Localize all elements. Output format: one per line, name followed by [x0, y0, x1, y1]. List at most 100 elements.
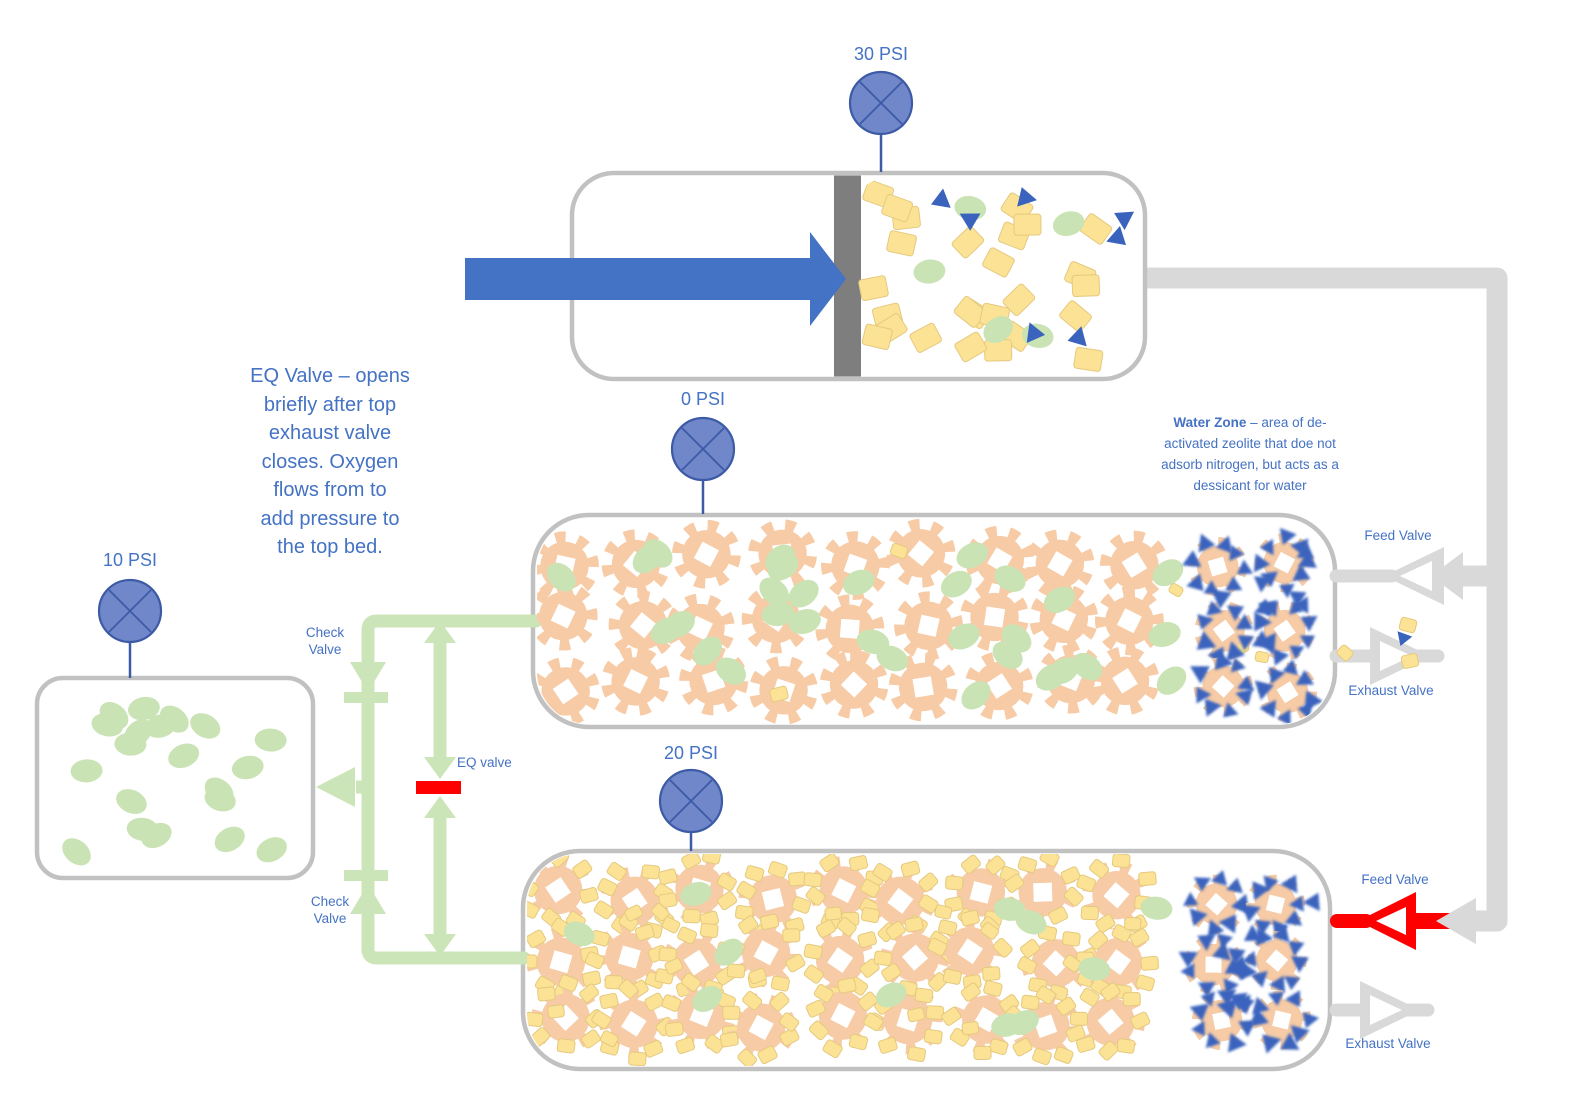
nitrogen-icon — [681, 972, 702, 992]
oxygen-icon — [650, 617, 682, 644]
bottom-bed-contents — [527, 854, 1320, 1066]
bed-valves — [1329, 547, 1476, 1039]
nitrogen-icon — [938, 919, 958, 936]
water-icon — [1302, 1011, 1320, 1029]
water-icon — [1254, 598, 1274, 616]
water-icon — [1279, 527, 1297, 545]
water-icon — [1189, 1003, 1209, 1022]
water-icon — [1263, 875, 1279, 892]
nitrogen-icon — [579, 983, 600, 1003]
nitrogen-icon — [858, 275, 889, 302]
nitrogen-icon — [1063, 886, 1084, 907]
nitrogen-icon — [848, 855, 869, 872]
zeolite-icon — [888, 652, 958, 722]
oxygen-icon — [680, 881, 712, 906]
water-icon — [1295, 669, 1314, 685]
water-icon — [1254, 611, 1272, 632]
nitrogen-icon — [805, 886, 826, 906]
nitrogen-icon — [779, 1012, 800, 1032]
water-icon — [1243, 924, 1263, 941]
nitrogen-icon — [1130, 1011, 1151, 1030]
nitrogen-icon — [791, 896, 812, 914]
water-icon — [1397, 631, 1413, 646]
nitrogen-icon — [1138, 871, 1157, 887]
water-icon — [1282, 659, 1299, 676]
nitrogen-icon — [661, 916, 681, 934]
oxygen-icon — [993, 897, 1026, 921]
product-tank-contents — [62, 696, 287, 866]
nitrogen-icon — [584, 951, 605, 970]
water-icon — [1280, 1032, 1300, 1050]
check-valve-top-label-l2: Valve — [308, 642, 342, 657]
nitrogen-icon — [757, 1045, 778, 1065]
water-icon — [1225, 576, 1243, 591]
water-icon — [1230, 657, 1246, 673]
check-valve-bottom-label-l2: Valve — [313, 911, 347, 926]
water-icon — [1196, 631, 1217, 650]
nitrogen-icon — [1076, 874, 1097, 893]
water-icon — [1269, 975, 1286, 993]
oxygen-icon — [1140, 896, 1173, 920]
oxygen-icon — [961, 680, 991, 710]
eq-note-line: briefly after top — [263, 393, 397, 416]
water-icon — [1292, 596, 1309, 614]
water-icon — [1253, 576, 1272, 593]
oxygen-icon — [1035, 663, 1067, 691]
nitrogen-icon — [907, 1007, 926, 1023]
nitrogen-icon — [803, 943, 823, 960]
oxygen-icon — [714, 938, 744, 966]
nitrogen-icon — [767, 860, 788, 879]
nitrogen-icon — [748, 967, 767, 985]
oxygen-icon — [983, 316, 1014, 343]
nitrogen-icon — [848, 1033, 869, 1051]
water-icon — [1216, 998, 1238, 1019]
nitrogen-icon — [572, 859, 593, 879]
water-icon — [1191, 1020, 1205, 1037]
water-icon — [1223, 702, 1239, 718]
nitrogen-icon — [872, 863, 893, 882]
nitrogen-icon — [886, 230, 917, 257]
nitrogen-icon — [722, 1005, 741, 1020]
water-icon — [1204, 698, 1222, 717]
nitrogen-icon — [1017, 856, 1038, 874]
water-zone-note: Water Zone – area of de- activated zeoli… — [1105, 412, 1395, 496]
water-icon — [1291, 956, 1309, 973]
nitrogen-icon — [1060, 866, 1081, 885]
nitrogen-icon — [634, 923, 655, 941]
nitrogen-icon — [658, 947, 677, 963]
water-icon — [1197, 614, 1214, 630]
water-icon — [1178, 951, 1198, 968]
nitrogen-icon — [643, 1039, 664, 1058]
water-icon — [1200, 991, 1216, 1007]
nitrogen-icon — [885, 920, 906, 941]
nitrogen-icon — [651, 902, 670, 922]
nitrogen-icon — [1080, 905, 1099, 921]
water-icon — [1205, 1032, 1221, 1049]
nitrogen-icon — [1098, 1040, 1119, 1061]
water-icon — [1272, 924, 1290, 943]
check-valve-top-label-l1: Check — [305, 625, 345, 640]
nitrogen-icon — [1073, 346, 1104, 372]
nitrogen-icon — [704, 1034, 725, 1054]
nitrogen-icon — [664, 957, 684, 975]
nitrogen-icon — [769, 685, 789, 703]
feed-valve-bottom — [1330, 892, 1476, 950]
flow-arrow-down — [350, 662, 386, 692]
nitrogen-icon — [954, 331, 988, 363]
gauge-label-product-tank: 10 PSI — [102, 550, 158, 570]
flow-arrow-to-tank — [316, 767, 355, 807]
exhaust-valve-mid-label: Exhaust Valve — [1348, 683, 1434, 698]
oxygen-icon — [159, 705, 189, 733]
water-icon — [1235, 688, 1253, 706]
zeolite-icon — [537, 581, 598, 651]
oxygen-icon — [1152, 559, 1184, 587]
nitrogen-icon — [923, 1028, 943, 1045]
water-icon — [1180, 963, 1195, 979]
nitrogen-icon — [769, 991, 790, 1012]
water-note-title: Water Zone — [1173, 415, 1247, 430]
nitrogen-icon — [960, 982, 981, 1002]
water-icon — [1268, 667, 1286, 685]
nitrogen-icon — [860, 879, 881, 898]
water-icon — [1280, 874, 1298, 894]
